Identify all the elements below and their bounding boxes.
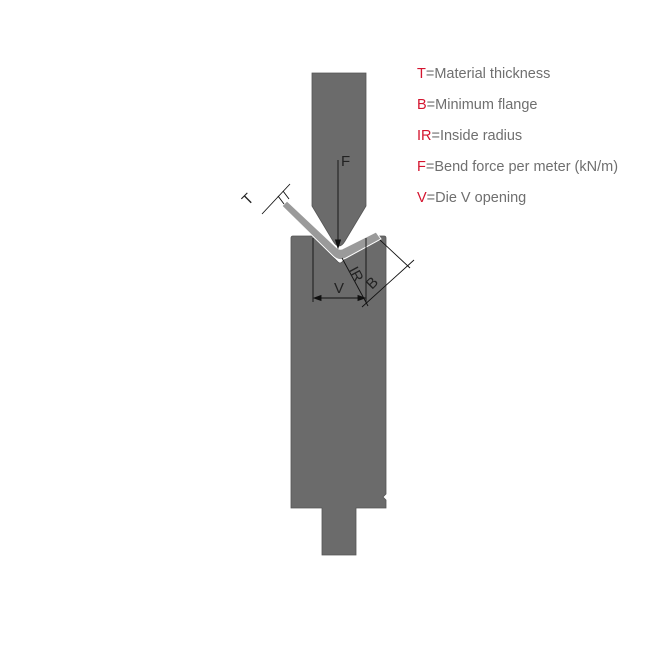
t-label: T	[239, 190, 258, 209]
legend-text: =Bend force per meter (kN/m)	[425, 159, 619, 175]
force-arrow	[334, 160, 342, 250]
ir-leader	[341, 257, 369, 307]
die	[290, 235, 387, 556]
legend-text: =Die V opening	[426, 190, 527, 206]
punch	[311, 72, 367, 247]
legend-item-flange: B=Minimum flange	[417, 95, 618, 126]
legend-key: F	[417, 159, 426, 175]
legend-key: IR	[417, 128, 432, 144]
v-dimension	[312, 238, 367, 302]
b-dimension	[361, 239, 415, 308]
legend-text: =Minimum flange	[426, 97, 538, 113]
legend-item-v-opening: V=Die V opening	[417, 188, 618, 219]
legend-key: T	[417, 66, 426, 82]
legend-text: =Material thickness	[425, 66, 551, 82]
legend-item-thickness: T=Material thickness	[417, 64, 618, 95]
legend: T=Material thickness B=Minimum flange IR…	[417, 64, 618, 219]
legend-text: =Inside radius	[431, 128, 523, 144]
legend-item-radius: IR=Inside radius	[417, 126, 618, 157]
legend-item-force: F=Bend force per meter (kN/m)	[417, 157, 618, 188]
f-label: F	[341, 153, 350, 170]
v-label: V	[334, 280, 344, 297]
legend-key: B	[417, 97, 427, 113]
sheet-metal	[281, 200, 382, 261]
legend-key: V	[417, 190, 427, 206]
ir-label: IR	[344, 264, 366, 285]
t-dimension	[261, 183, 291, 215]
